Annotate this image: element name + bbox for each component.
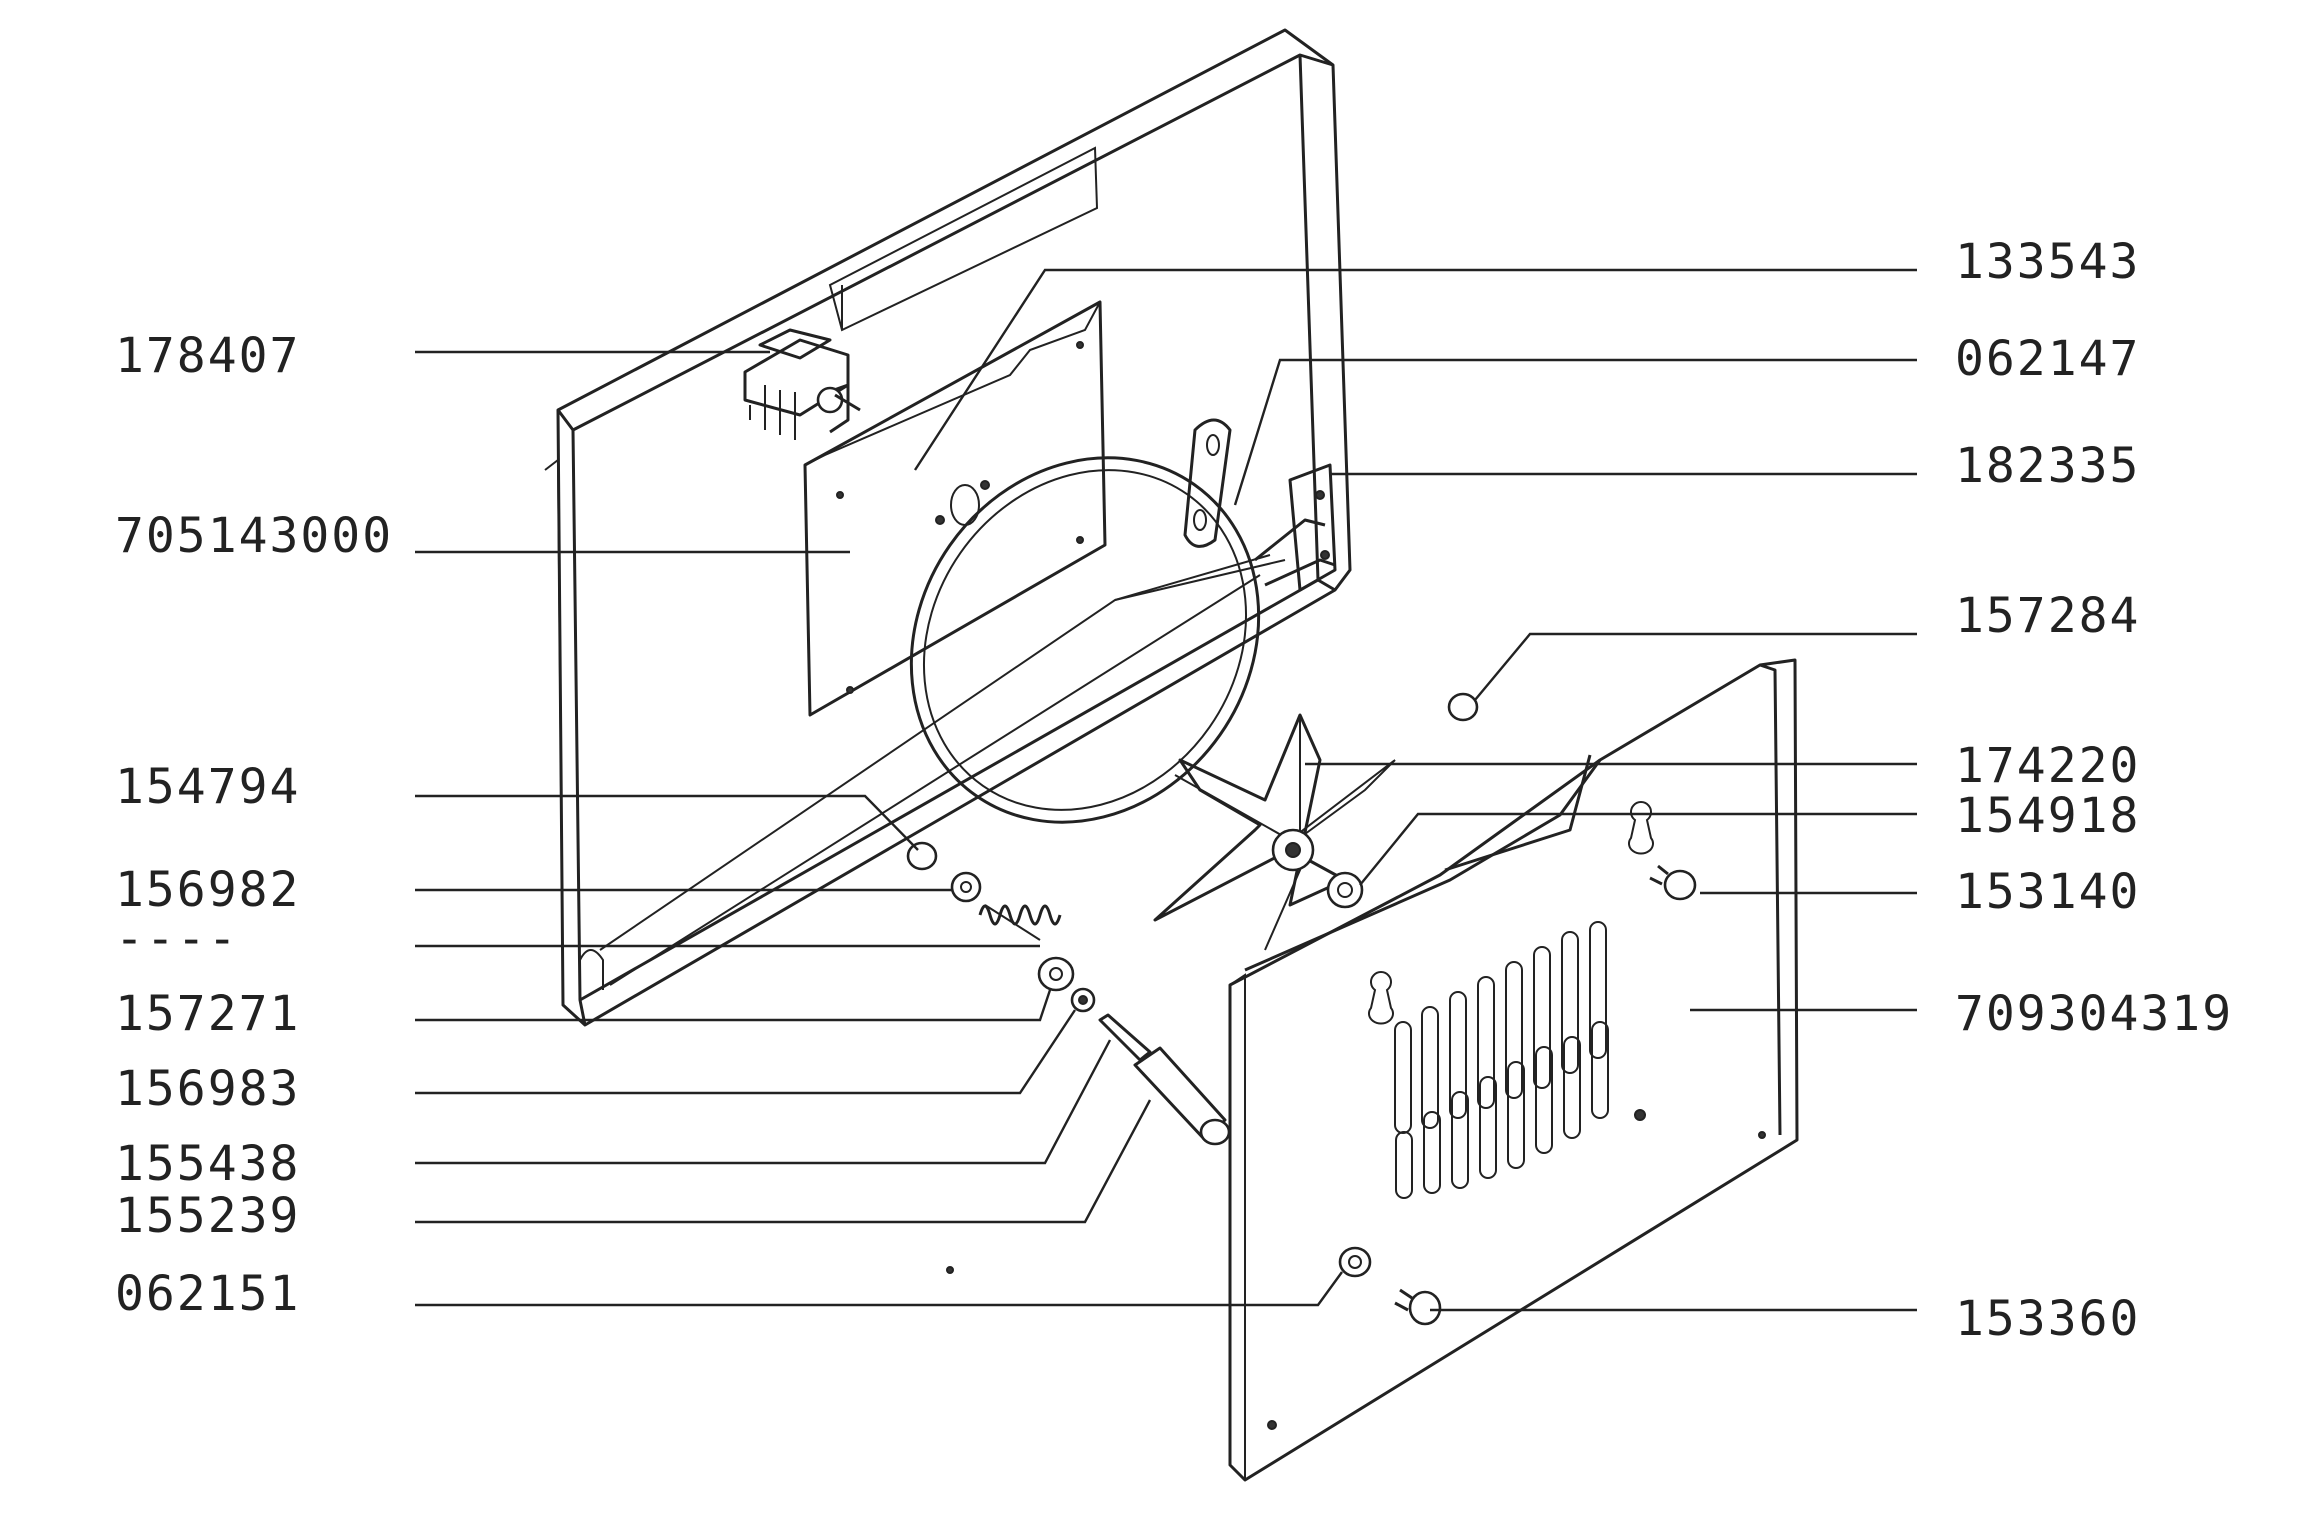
label-182335: 182335	[1955, 438, 2140, 494]
front-cover-plate	[1228, 658, 1799, 1482]
label-174220: 174220	[1955, 738, 2140, 794]
label-153140: 153140	[1955, 864, 2140, 920]
label-062151: 062151	[115, 1266, 300, 1322]
back-panel	[544, 28, 1352, 1027]
part-number-labels: 133543 178407 062147 182335 705143000 15…	[115, 234, 2233, 1347]
fan-motor	[743, 328, 861, 440]
vent-slots	[1394, 921, 1609, 1199]
leader-lines	[415, 268, 1917, 1312]
label-062147: 062147	[1955, 331, 2140, 387]
label-154918: 154918	[1955, 788, 2140, 844]
label-153360: 153360	[1955, 1291, 2140, 1347]
label-157271: 157271	[115, 986, 300, 1042]
label-709304319: 709304319	[1955, 986, 2233, 1042]
label-157284: 157284	[1955, 588, 2140, 644]
inner-back-plate	[803, 300, 1107, 717]
heating-element	[909, 418, 1337, 824]
screw-153360	[1394, 1288, 1442, 1326]
screw-153140	[1649, 864, 1697, 901]
label-155239: 155239	[115, 1188, 300, 1244]
label-154794: 154794	[115, 759, 300, 815]
label-156983: 156983	[115, 1061, 300, 1117]
small-parts	[906, 692, 1479, 1274]
label-dash: ----	[115, 911, 239, 967]
label-133543: 133543	[1955, 234, 2140, 290]
fan-blade	[1153, 713, 1396, 951]
label-178407: 178407	[115, 328, 300, 384]
label-155438: 155438	[115, 1136, 300, 1192]
label-705143000: 705143000	[115, 508, 393, 564]
label-156982: 156982	[115, 862, 300, 918]
